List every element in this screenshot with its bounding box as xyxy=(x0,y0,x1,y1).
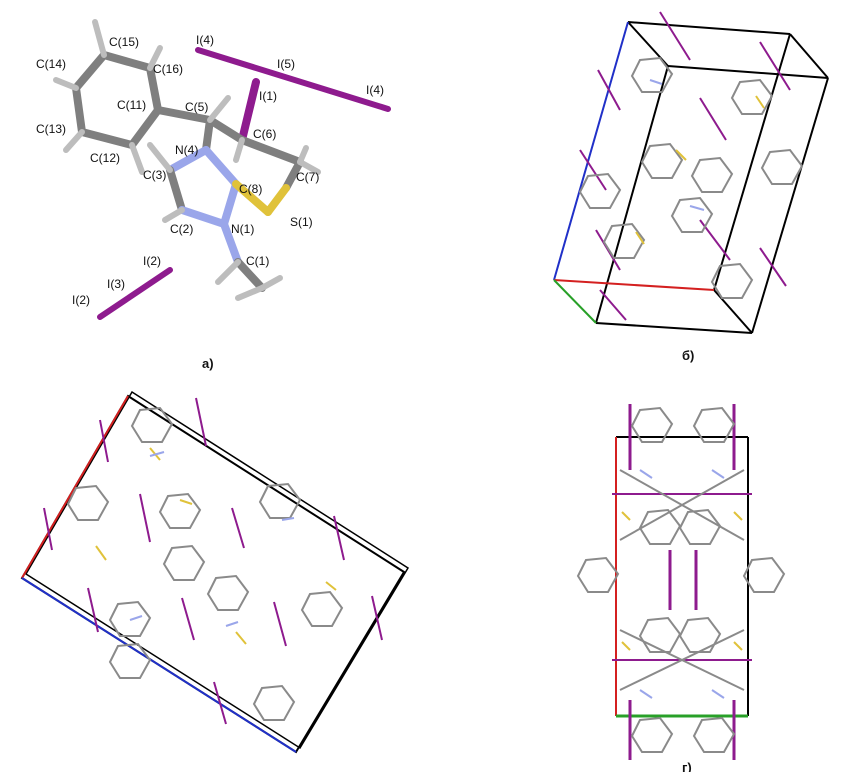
axis-b xyxy=(553,279,597,324)
axis-a-c xyxy=(21,395,129,579)
label-I2-bottom: I(2) xyxy=(72,293,90,307)
label-I2-top: I(2) xyxy=(143,254,161,268)
label-C7: C(7) xyxy=(296,170,319,184)
molecules-b xyxy=(578,56,804,299)
label-C16: C(16) xyxy=(153,62,183,76)
panel-c-packing xyxy=(20,390,410,754)
label-C5: C(5) xyxy=(185,100,208,114)
cell-edges xyxy=(595,21,829,334)
label-N4: N(4) xyxy=(175,143,198,157)
heteroatoms-d xyxy=(621,469,743,699)
caption-panel-a: а) xyxy=(202,356,214,371)
label-C2: C(2) xyxy=(170,222,193,236)
iodine-chains-c xyxy=(43,397,383,725)
label-C15: C(15) xyxy=(109,35,139,49)
caption-panel-b: б) xyxy=(682,348,694,363)
iodine-chains-d xyxy=(612,404,752,760)
label-C6: C(6) xyxy=(253,127,276,141)
label-I4-left: I(4) xyxy=(196,33,214,47)
N-alkyl xyxy=(215,220,283,301)
label-I4-right: I(4) xyxy=(366,83,384,97)
label-I5: I(5) xyxy=(277,57,295,71)
axis-a xyxy=(553,279,715,291)
bond-C6-I1 xyxy=(238,78,260,144)
label-S1: S(1) xyxy=(290,215,313,229)
label-C12: C(12) xyxy=(90,151,120,165)
panel-d-projection: г) xyxy=(576,404,786,772)
iodine-chain-I4-I5-I4 xyxy=(195,47,391,112)
label-C3: C(3) xyxy=(143,168,166,182)
molecules-d xyxy=(576,406,786,753)
axis-c xyxy=(553,21,629,281)
label-C8: C(8) xyxy=(239,182,262,196)
imidazole-ring xyxy=(147,142,240,228)
thioether-bridge xyxy=(232,180,290,216)
panel-b-unit-cell: б) xyxy=(553,11,829,363)
axis-c-c xyxy=(21,577,297,753)
caption-panel-d: г) xyxy=(682,760,692,772)
label-I3: I(3) xyxy=(107,277,125,291)
molecules-c xyxy=(66,406,344,721)
phenyl-hydrogens xyxy=(53,19,163,175)
label-C13: C(13) xyxy=(36,122,66,136)
iodine-chain-I2-I3-I2 xyxy=(97,267,173,320)
alkyl-chain xyxy=(154,106,304,192)
heteroatoms-c xyxy=(95,447,337,645)
label-C11: C(11) xyxy=(117,98,146,112)
label-C1: C(1) xyxy=(246,254,269,268)
label-C14: C(14) xyxy=(36,57,66,71)
label-N1: N(1) xyxy=(231,222,254,236)
chain-hydrogens xyxy=(207,95,321,175)
panel-a-molecule: C(15) C(14) C(16) C(11) C(5) C(13) C(12)… xyxy=(36,19,391,371)
cell-edges-c xyxy=(20,390,410,754)
iodine-chains-b xyxy=(579,11,791,321)
label-I1: I(1) xyxy=(259,89,277,103)
heteroatoms-b xyxy=(635,79,765,245)
